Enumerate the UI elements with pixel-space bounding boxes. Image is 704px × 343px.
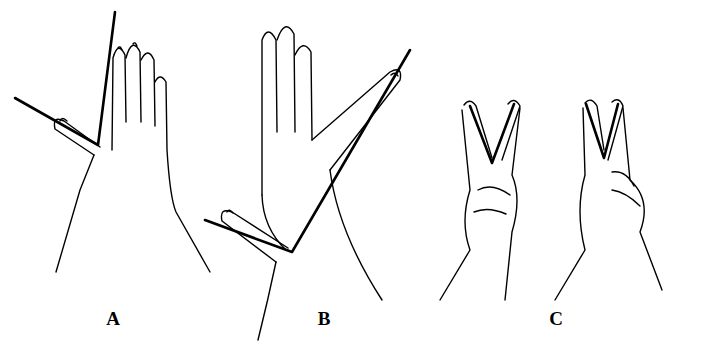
- angle-lines: [15, 12, 618, 252]
- figure-label: A: [106, 309, 120, 328]
- figure-label: C: [549, 309, 563, 328]
- hand-c-left: [440, 100, 520, 300]
- figure-label: B: [318, 309, 331, 328]
- hand-a: [54, 43, 210, 272]
- hand-b: [221, 27, 400, 340]
- hand-c-right: [555, 100, 662, 300]
